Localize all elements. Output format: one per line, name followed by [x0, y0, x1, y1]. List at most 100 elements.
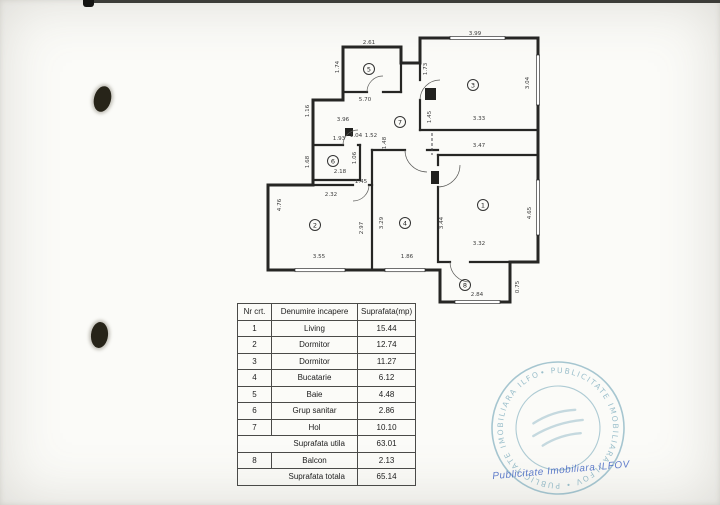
svg-text:6: 6 [331, 157, 335, 165]
svg-text:1: 1 [481, 201, 485, 209]
cell-nr: 7 [237, 418, 272, 436]
window [536, 54, 540, 106]
column-header-name: Denumire incapere [271, 303, 358, 321]
window [384, 268, 426, 273]
cell-area: 2.13 [356, 451, 417, 469]
duct-shaft [345, 128, 353, 136]
official-round-stamp: • PUBLICITATE IMOBILIARA ILFOV • PUBLICI… [466, 348, 636, 505]
table-row: 7 Hol 10.10 [237, 418, 417, 436]
room-number-balcon: 8 [459, 279, 471, 291]
cell-area: 2.86 [356, 402, 417, 420]
svg-text:2: 2 [313, 221, 317, 229]
door-arc [366, 75, 384, 93]
dimension-label: 1.93 [333, 136, 346, 142]
room-number-baie: 5 [363, 63, 375, 75]
dimension-label: 1.45 [355, 179, 368, 185]
cell-name: Baie [271, 385, 358, 403]
total-value: 65.14 [356, 468, 417, 486]
dimension-label: 1.74 [335, 60, 341, 73]
dimension-label: 1.16 [305, 104, 311, 117]
dimension-label: 2.84 [471, 292, 484, 298]
cell-nr: 6 [237, 402, 272, 420]
cell-area: 6.12 [356, 369, 417, 387]
room-number-living: 1 [477, 199, 489, 211]
cell-area: 11.27 [356, 352, 417, 370]
table-row: 1 Living 15.44 [237, 319, 417, 337]
room-number-grup-sanitar: 6 [327, 155, 339, 167]
cell-nr: 3 [237, 352, 272, 370]
cell-name: Hol [271, 418, 358, 436]
cell-nr: 1 [237, 319, 272, 337]
svg-text:8: 8 [463, 281, 467, 289]
window [536, 179, 540, 236]
dimension-label: 1.45 [427, 110, 433, 123]
svg-text:3: 3 [471, 81, 475, 89]
door-arc [342, 129, 359, 146]
table-row: 4 Bucatarie 6.12 [237, 369, 417, 387]
duct-shaft [425, 88, 436, 100]
table-subtotal-row: Suprafata utila 63.01 [237, 435, 417, 453]
dimension-label: 3.44 [439, 216, 445, 229]
cell-name: Grup sanitar [271, 402, 358, 420]
window [294, 268, 346, 273]
room-number-hol: 7 [394, 116, 406, 128]
table-row: 2 Dormitor 12.74 [237, 336, 417, 354]
dimension-label: 1.68 [305, 155, 311, 168]
total-label: Suprafata totala [237, 468, 358, 486]
dimension-label: 4.76 [277, 198, 283, 211]
svg-text:7: 7 [398, 118, 402, 126]
door-arc [352, 184, 370, 202]
dimension-label: 3.29 [379, 216, 385, 229]
cell-name: Dormitor [271, 336, 358, 354]
dimension-label: 3.32 [473, 241, 485, 247]
dimension-label: 2.61 [363, 40, 376, 46]
stamp-emblem-line [532, 408, 577, 425]
cell-area: 4.48 [356, 385, 417, 403]
dimension-label: 2.18 [334, 169, 347, 175]
outer-wall [266, 36, 540, 304]
window [449, 36, 506, 40]
room-number-bucatarie: 4 [399, 217, 411, 229]
svg-text:5: 5 [367, 65, 371, 73]
dimension-label: 1.48 [382, 136, 388, 149]
room-number-dormitor-3: 3 [467, 79, 479, 91]
dimension-label: 3.96 [337, 117, 350, 123]
cell-area: 15.44 [356, 319, 417, 337]
cell-area: 12.74 [356, 336, 417, 354]
cell-nr: 2 [237, 336, 272, 354]
cell-name: Bucatarie [271, 369, 358, 387]
dimension-label: 3.47 [473, 143, 486, 149]
dimension-label: 3.55 [313, 254, 326, 260]
cell-nr: 8 [237, 451, 272, 469]
table-total-row: Suprafata totala 65.14 [237, 468, 417, 486]
column-header-area: Suprafata(mp) [356, 303, 417, 321]
scan-edge-artifact [83, 0, 94, 7]
cell-area: 10.10 [356, 418, 417, 436]
stamp-emblem-line [541, 432, 582, 447]
dimension-label: 2.32 [325, 192, 337, 198]
door-arc [449, 261, 471, 283]
hole-punch [91, 84, 114, 114]
dimension-label: 0.75 [515, 280, 521, 293]
dimension-label: 1.04 [350, 133, 363, 139]
dimension-label: 1.73 [423, 62, 429, 75]
subtotal-value: 63.01 [356, 435, 417, 453]
dimension-label: 3.33 [473, 116, 486, 122]
cell-name: Living [271, 319, 358, 337]
scan-edge-artifact [84, 0, 720, 3]
cell-nr: 5 [237, 385, 272, 403]
cell-name: Dormitor [271, 352, 358, 370]
floor-plan: 2.61 3.99 5.70 3.96 1.93 1.04 1.52 2.18 … [266, 31, 540, 304]
dimension-label: 1.06 [352, 151, 358, 164]
door-arc [404, 149, 428, 173]
table-header-row: Nr crt. Denumire incapere Suprafata(mp) [237, 303, 417, 321]
stamp-outer-ring [491, 361, 625, 495]
column-header-nr: Nr crt. [237, 303, 272, 321]
dimension-label: 3.99 [469, 31, 482, 37]
dimension-label: 3.04 [525, 76, 531, 89]
table-row: 3 Dormitor 11.27 [237, 352, 417, 370]
dimension-label: 1.86 [401, 254, 414, 260]
svg-text:4: 4 [403, 219, 407, 227]
dimension-label: 2.97 [359, 221, 365, 234]
